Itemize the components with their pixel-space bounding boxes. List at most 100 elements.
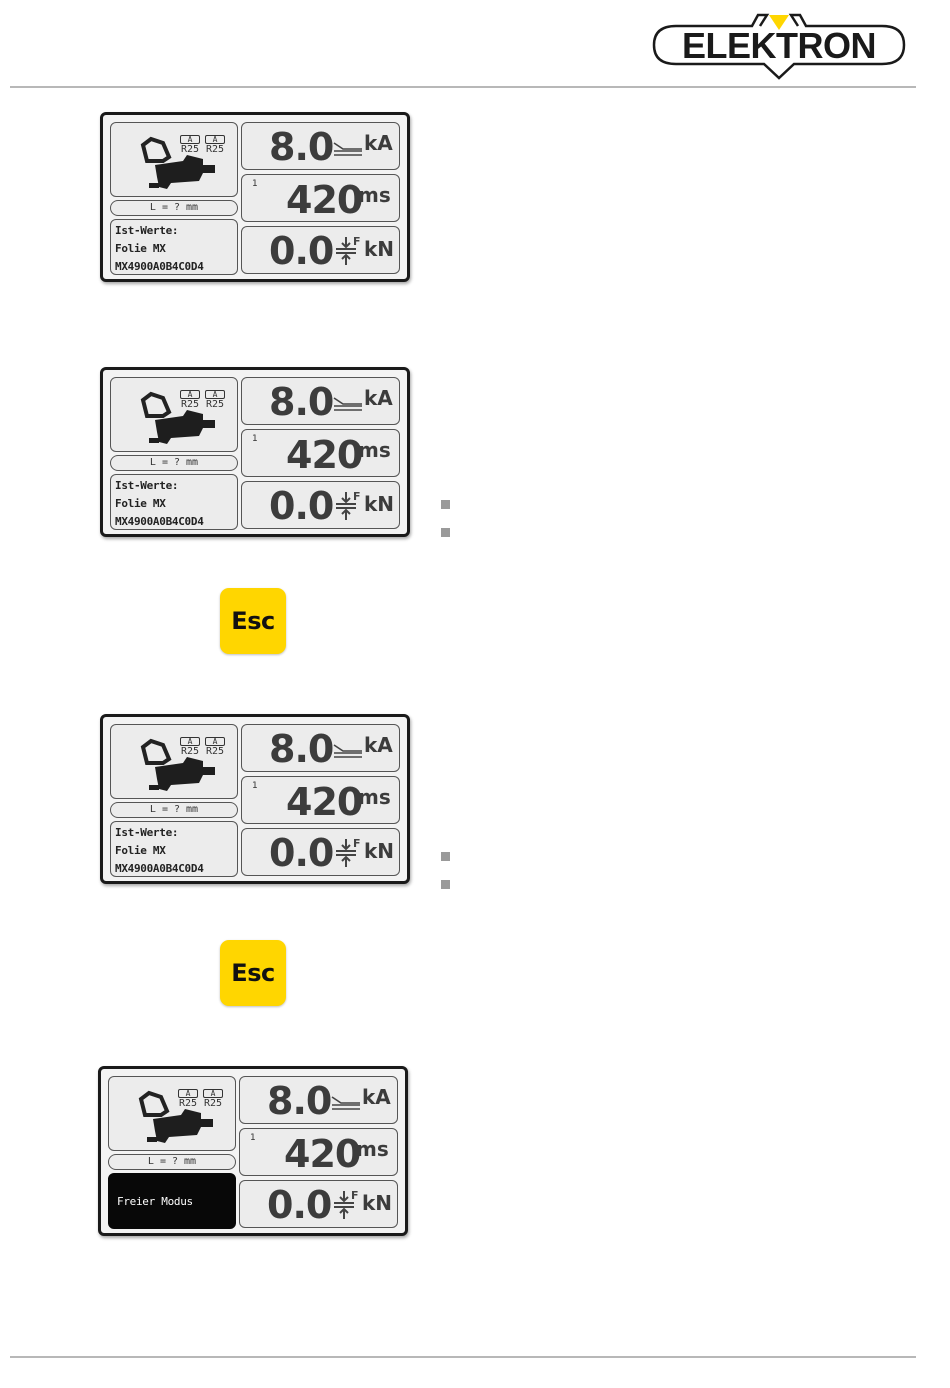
time-display: 1 420 ms xyxy=(241,776,400,824)
list-bullet xyxy=(441,528,450,537)
force-display: 0.0 F kN xyxy=(241,828,400,876)
time-display: 1 420 ms xyxy=(241,429,400,477)
svg-text:F: F xyxy=(353,490,361,503)
force-display: 0.0 F kN xyxy=(241,226,400,274)
time-unit: ms xyxy=(358,183,391,207)
time-display: 1 420 ms xyxy=(239,1128,398,1176)
mode-label: Freier Modus xyxy=(117,1195,193,1208)
current-display: 8.0 kA xyxy=(241,122,400,170)
list-bullet xyxy=(441,500,450,509)
info-panel: Ist-Werte: Folie MX MX4900A0B4C0D4 xyxy=(110,219,238,275)
force-arrows-icon: F xyxy=(334,1189,359,1219)
length-field: L = ? mm xyxy=(108,1154,236,1170)
welding-gun-icon xyxy=(140,391,215,444)
info-line: Folie MX xyxy=(115,844,166,857)
current-value: 8.0 xyxy=(267,1079,332,1123)
list-bullet xyxy=(441,880,450,889)
current-ramp-icon xyxy=(333,142,362,156)
force-unit: kN xyxy=(364,237,395,261)
force-display: 0.0 F kN xyxy=(241,481,400,529)
esc-key[interactable]: Esc xyxy=(220,588,286,654)
svg-text:F: F xyxy=(353,837,361,850)
elektron-logo: ELEKTRON xyxy=(652,13,906,80)
current-display: 8.0 kA xyxy=(241,377,400,425)
current-value: 8.0 xyxy=(269,125,334,169)
list-bullet xyxy=(441,852,450,861)
info-line: MX4900A0B4C0D4 xyxy=(115,862,204,875)
current-display: 8.0 kA xyxy=(239,1076,398,1124)
force-display: 0.0 F kN xyxy=(239,1180,398,1228)
footer-divider xyxy=(10,1356,916,1358)
time-value: 420 xyxy=(286,433,363,477)
current-ramp-icon xyxy=(333,744,362,758)
svg-text:F: F xyxy=(351,1189,359,1202)
info-line: Folie MX xyxy=(115,497,166,510)
force-unit: kN xyxy=(364,492,395,516)
force-unit: kN xyxy=(362,1191,393,1215)
current-unit: kA xyxy=(364,733,393,757)
header-divider xyxy=(10,86,916,88)
force-value: 0.0 xyxy=(269,484,334,528)
welding-gun-icon xyxy=(138,1090,213,1143)
svg-text:F: F xyxy=(353,235,361,248)
esc-key[interactable]: Esc xyxy=(220,940,286,1006)
current-ramp-icon xyxy=(331,1096,360,1110)
time-unit: ms xyxy=(356,1137,389,1161)
current-value: 8.0 xyxy=(269,380,334,424)
info-line: MX4900A0B4C0D4 xyxy=(115,515,204,528)
time-display: 1 420 ms xyxy=(241,174,400,222)
info-line: Ist-Werte: xyxy=(115,826,179,839)
mode-panel: Freier Modus xyxy=(108,1173,236,1229)
force-unit: kN xyxy=(364,839,395,863)
time-unit: ms xyxy=(358,438,391,462)
current-unit: kA xyxy=(362,1085,391,1109)
info-line: Folie MX xyxy=(115,242,166,255)
time-value: 420 xyxy=(286,780,363,824)
force-arrows-icon: F xyxy=(336,235,361,265)
force-value: 0.0 xyxy=(269,831,334,875)
info-line: Ist-Werte: xyxy=(115,224,179,237)
step-number: 1 xyxy=(252,179,258,189)
force-value: 0.0 xyxy=(267,1183,332,1227)
length-field: L = ? mm xyxy=(110,455,238,471)
step-number: 1 xyxy=(252,781,258,791)
welding-gun-icon xyxy=(140,136,215,189)
step-number: 1 xyxy=(250,1133,256,1143)
length-field: L = ? mm xyxy=(110,200,238,216)
length-field: L = ? mm xyxy=(110,802,238,818)
current-ramp-icon xyxy=(333,397,362,411)
info-panel: Ist-Werte: Folie MX MX4900A0B4C0D4 xyxy=(110,821,238,877)
info-line: MX4900A0B4C0D4 xyxy=(115,260,204,273)
force-value: 0.0 xyxy=(269,229,334,273)
info-line: Ist-Werte: xyxy=(115,479,179,492)
info-panel: Ist-Werte: Folie MX MX4900A0B4C0D4 xyxy=(110,474,238,530)
welding-gun-icon xyxy=(140,738,215,791)
current-display: 8.0 kA xyxy=(241,724,400,772)
brand-name: ELEKTRON xyxy=(682,25,876,66)
force-arrows-icon: F xyxy=(336,490,361,520)
time-value: 420 xyxy=(286,178,363,222)
force-arrows-icon: F xyxy=(336,837,361,867)
time-unit: ms xyxy=(358,785,391,809)
time-value: 420 xyxy=(284,1132,361,1176)
step-number: 1 xyxy=(252,434,258,444)
current-value: 8.0 xyxy=(269,727,334,771)
current-unit: kA xyxy=(364,386,393,410)
current-unit: kA xyxy=(364,131,393,155)
